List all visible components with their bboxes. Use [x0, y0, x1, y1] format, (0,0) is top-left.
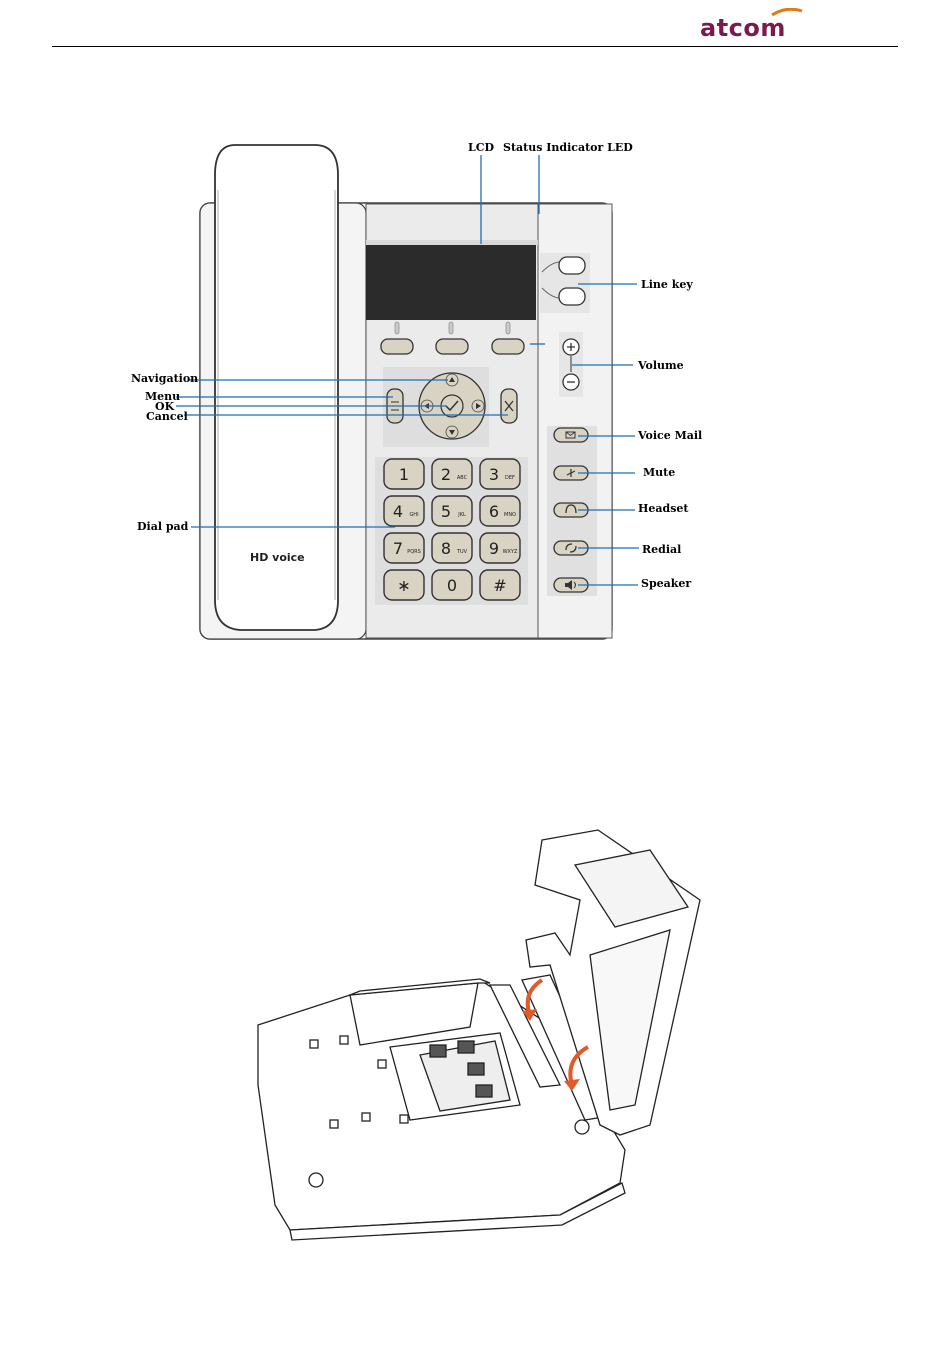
dial-key-digit: 4	[393, 502, 403, 521]
dial-key	[432, 533, 472, 563]
label-status-indicator-led: Status Indicator LED	[503, 141, 633, 154]
dial-key-letters: ABC	[457, 475, 468, 481]
dial-key	[480, 533, 520, 563]
dial-key-digit: 5	[441, 502, 451, 521]
port-3	[468, 1063, 484, 1075]
line-key-2	[559, 288, 585, 305]
dial-key-digit: 2	[441, 465, 451, 484]
label-dial-pad: Dial pad	[137, 520, 188, 533]
label-line-key: Line key	[641, 278, 693, 291]
dial-key-digit: #	[493, 576, 506, 595]
dial-key-letters: GHI	[409, 512, 418, 518]
dial-key-digit: 3	[489, 465, 499, 484]
label-volume: Volume	[638, 359, 684, 372]
dial-key	[384, 533, 424, 563]
dial-key-digit: 7	[393, 539, 403, 558]
port-4	[476, 1085, 492, 1097]
lcd-screen	[366, 244, 536, 320]
dial-key	[432, 459, 472, 489]
dial-key-letters: JKL	[457, 512, 466, 518]
handset-branding: HD voice	[250, 551, 305, 564]
dial-key	[480, 496, 520, 526]
dial-key-digit: 9	[489, 539, 499, 558]
label-navigation: Navigation	[131, 372, 198, 385]
dial-key	[480, 459, 520, 489]
label-lcd: LCD	[468, 141, 494, 154]
label-mute: Mute	[643, 466, 675, 479]
port-1	[430, 1045, 446, 1057]
dial-key	[432, 496, 472, 526]
dial-key-digit: 6	[489, 502, 499, 521]
dial-key-digit: 8	[441, 539, 451, 558]
stand-assembly-diagram	[230, 815, 720, 1245]
label-cancel: Cancel	[146, 410, 188, 423]
line-key-1	[559, 257, 585, 274]
soft-key-1	[381, 339, 413, 354]
soft-key-2	[436, 339, 468, 354]
label-speaker: Speaker	[641, 577, 691, 590]
dial-key	[384, 496, 424, 526]
dial-key-digit: 1	[399, 465, 409, 484]
label-redial: Redial	[642, 543, 681, 556]
dial-key-letters: DEF	[505, 475, 515, 481]
port-2	[458, 1041, 474, 1053]
dial-key-digit: 0	[447, 576, 457, 595]
dial-key-letters: WXYZ	[503, 549, 518, 555]
soft-key-3	[492, 339, 524, 354]
dial-key-letters: TUV	[456, 549, 468, 555]
dial-key-letters: PQRS	[407, 549, 421, 555]
dial-key-letters: MNO	[504, 512, 516, 518]
dial-key-digit: ∗	[397, 576, 410, 595]
label-voice-mail: Voice Mail	[638, 429, 702, 442]
label-headset: Headset	[638, 502, 688, 515]
